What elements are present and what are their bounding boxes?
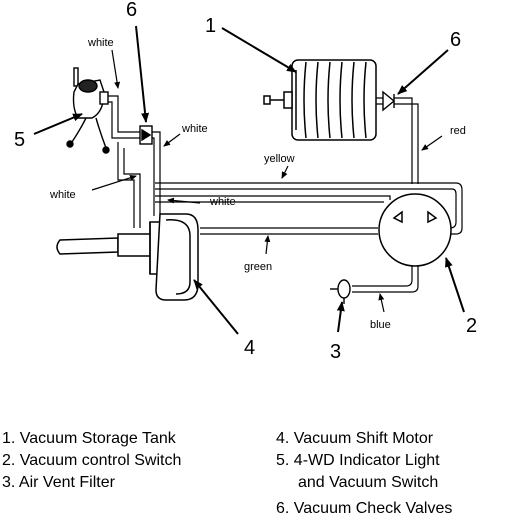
legend-item-5-continued: and Vacuum Switch: [298, 474, 439, 491]
legend-item-2: 2. Vacuum control Switch: [2, 452, 182, 469]
check-valve-right: [382, 90, 396, 112]
vacuum-shift-motor: [56, 213, 199, 301]
callout-1: 1: [205, 15, 216, 37]
arrow-5: [33, 113, 83, 135]
arrow-3: [336, 301, 345, 333]
callout-3: 3: [330, 341, 341, 363]
callout-6-left: 6: [126, 0, 137, 21]
leader-arrows: [33, 25, 465, 335]
arrow-2: [445, 257, 465, 313]
label-red: red: [450, 125, 466, 137]
label-white-left: white: [49, 189, 76, 201]
yellow-hose: [155, 182, 463, 235]
callout-5: 5: [14, 129, 25, 151]
air-vent-filter: [330, 279, 351, 304]
vacuum-storage-tank: [263, 59, 377, 141]
white-center-hose: [155, 195, 391, 200]
red-hose: [394, 97, 413, 184]
arrow-6-left: [135, 25, 150, 123]
label-green: green: [244, 261, 272, 273]
callout-6-right: 6: [450, 29, 461, 51]
legend-item-6: 6. Vacuum Check Valves: [276, 500, 453, 517]
label-white-top: white: [87, 37, 114, 49]
vacuum-control-switch: [378, 193, 452, 267]
label-white-mid-right: white: [181, 123, 208, 135]
legend-right: 4. Vacuum Shift Motor 5. 4-WD Indicator …: [276, 428, 452, 520]
check-valve-left: [139, 125, 153, 145]
arrow-6-right: [397, 49, 449, 95]
legend-left: 1. Vacuum Storage Tank 2. Vacuum control…: [2, 428, 181, 494]
legend-item-5: 5. 4-WD Indicator Light: [276, 452, 440, 469]
label-yellow: yellow: [264, 153, 295, 165]
indicator-light-vacuum-switch: [66, 67, 110, 154]
callout-4: 4: [244, 337, 255, 359]
legend-item-3: 3. Air Vent Filter: [2, 474, 115, 491]
blue-hose: [352, 262, 413, 287]
hose-label-arrows: [91, 49, 443, 313]
white-left-hose: [117, 142, 135, 228]
white-top-hose: [106, 95, 140, 133]
label-white-center: white: [209, 196, 236, 208]
arrow-1: [221, 27, 297, 73]
label-blue: blue: [370, 319, 391, 331]
white-right-hose: [152, 131, 161, 168]
legend-item-1: 1. Vacuum Storage Tank: [2, 430, 176, 447]
arrow-4: [193, 279, 239, 335]
legend-item-4: 4. Vacuum Shift Motor: [276, 430, 434, 447]
callout-2: 2: [466, 315, 477, 337]
hoses: [106, 95, 463, 293]
